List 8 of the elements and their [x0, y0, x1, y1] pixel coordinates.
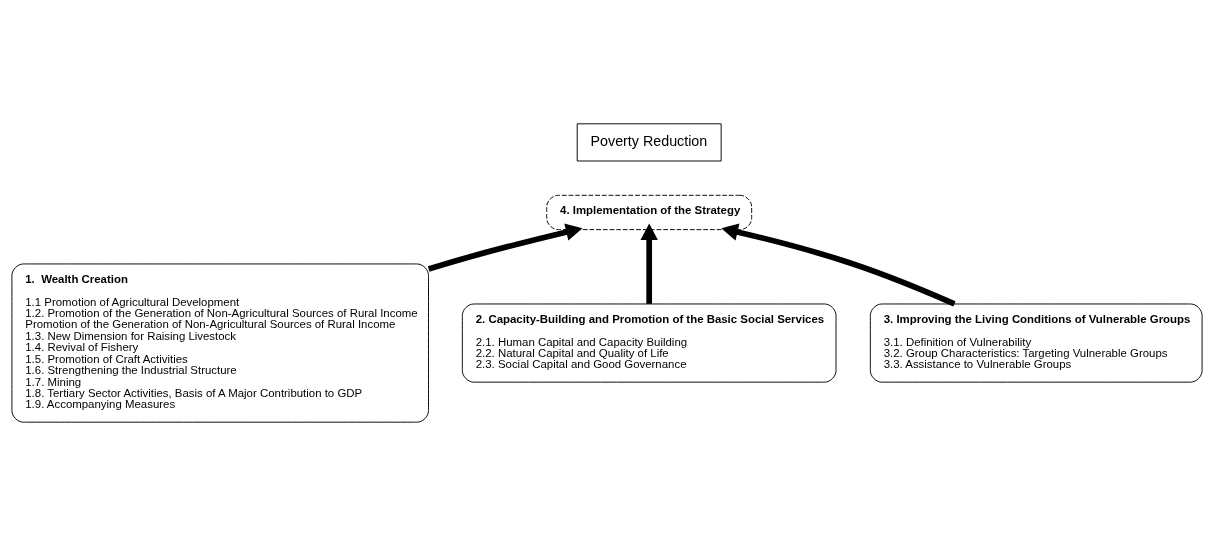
node-box: 2. Capacity-Building and Promotion of the Basic Social Services 2.1. Human Capital and Capacity Building 2.2. Natural Capital and Quality of Life 2.3. Social Capital and Good Governance [461, 303, 837, 383]
node-box: Poverty Reduction [576, 123, 722, 162]
arrow [721, 223, 956, 307]
arrow [427, 223, 583, 272]
node-box: 4. Implementation of the Strategy [546, 194, 753, 231]
arrow [640, 223, 658, 304]
node-box: 3. Improving the Living Conditions of Vulnerable Groups 3.1. Definition of Vulnerability 3.2. Group Characteristics: Targeting Vulnerable Groups 3.3. Assistance to Vulnerable Groups [869, 303, 1203, 383]
node-box: 1. Wealth Creation 1.1 Promotion of Agricultural Development 1.2. Promotion of the Generation of Non-Agricultural Sources of Rural Income Promotion of the Generation of Non-Agricultural Sources of Rural Income 1.3. New Dimension for Raising Livestock 1.4. Revival of Fishery 1.5. Promotion of Craft Activities 1.6. Strengthening the Industrial Structure 1.7. Mining 1.8. Tertiary Sector Activities, Basis of A Major Contribution to GDP 1.9. Accompanying Measures [11, 263, 429, 423]
